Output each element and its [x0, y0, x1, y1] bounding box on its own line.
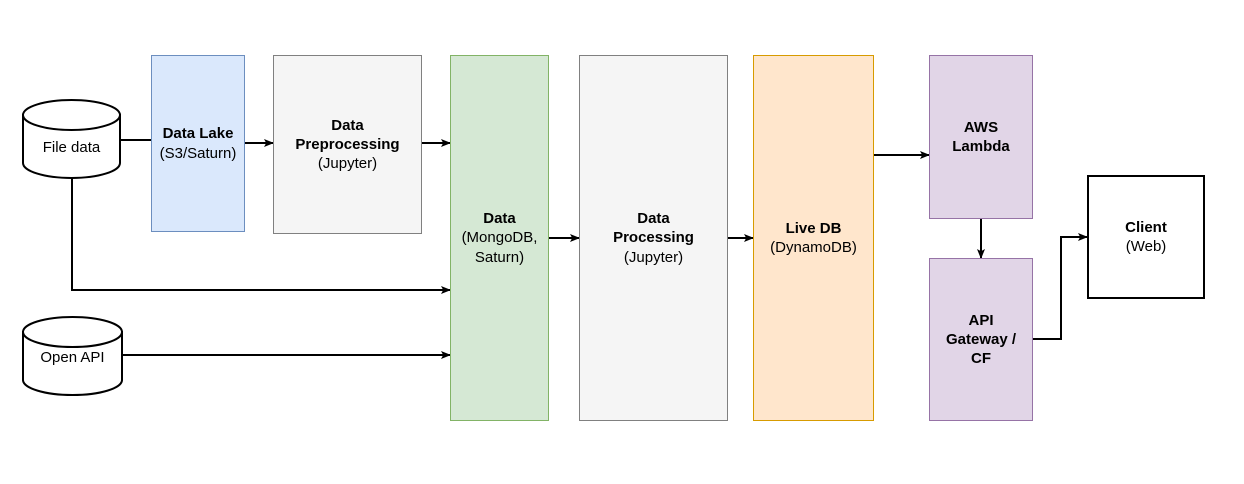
data-preprocessing-node[interactable]: Data Preprocessing (Jupyter) — [273, 55, 422, 234]
aws-lambda-node[interactable]: AWS Lambda — [929, 55, 1033, 219]
data-preprocessing-title-line2: Preprocessing — [295, 135, 400, 153]
client-node[interactable]: Client (Web) — [1087, 175, 1205, 299]
data-processing-title-line2: Processing — [613, 229, 694, 247]
data-store-subtitle-line2: Saturn) — [474, 248, 525, 266]
data-lake-title: Data Lake — [162, 125, 234, 143]
aws-lambda-title-line2: Lambda — [952, 138, 1010, 155]
client-subtitle: (Web) — [1125, 238, 1167, 255]
data-store-subtitle-line1: (MongoDB, — [461, 229, 538, 247]
data-processing-node[interactable]: Data Processing (Jupyter) — [579, 55, 728, 421]
data-store-title: Data — [483, 210, 516, 228]
edge-file-data-to-data — [71, 178, 451, 294]
client-title: Client — [1125, 218, 1167, 236]
data-lake-subtitle: (S3/Saturn) — [159, 144, 237, 162]
file-data-cylinder[interactable] — [22, 99, 121, 179]
live-db-subtitle: (DynamoDB) — [770, 239, 857, 256]
api-gateway-title-line3: CF — [971, 350, 991, 368]
open-api-cylinder[interactable] — [22, 316, 123, 396]
edge-apigateway-to-client — [1033, 233, 1088, 340]
data-preprocessing-subtitle: (Jupyter) — [317, 155, 378, 173]
data-processing-title-line1: Data — [637, 210, 670, 228]
live-db-title: Live DB — [785, 219, 842, 237]
api-gateway-node[interactable]: API Gateway / CF — [929, 258, 1033, 421]
live-db-node[interactable]: Live DB (DynamoDB) — [753, 55, 874, 421]
api-gateway-title-line2: Gateway / — [945, 330, 1017, 348]
data-processing-subtitle: (Jupyter) — [623, 248, 684, 266]
aws-lambda-title-line1: AWS — [963, 118, 999, 136]
data-lake-node[interactable]: Data Lake (S3/Saturn) — [151, 55, 245, 232]
data-preprocessing-title-line1: Data — [331, 116, 364, 134]
api-gateway-title-line1: API — [968, 311, 994, 329]
data-store-node[interactable]: Data (MongoDB, Saturn) — [450, 55, 549, 421]
